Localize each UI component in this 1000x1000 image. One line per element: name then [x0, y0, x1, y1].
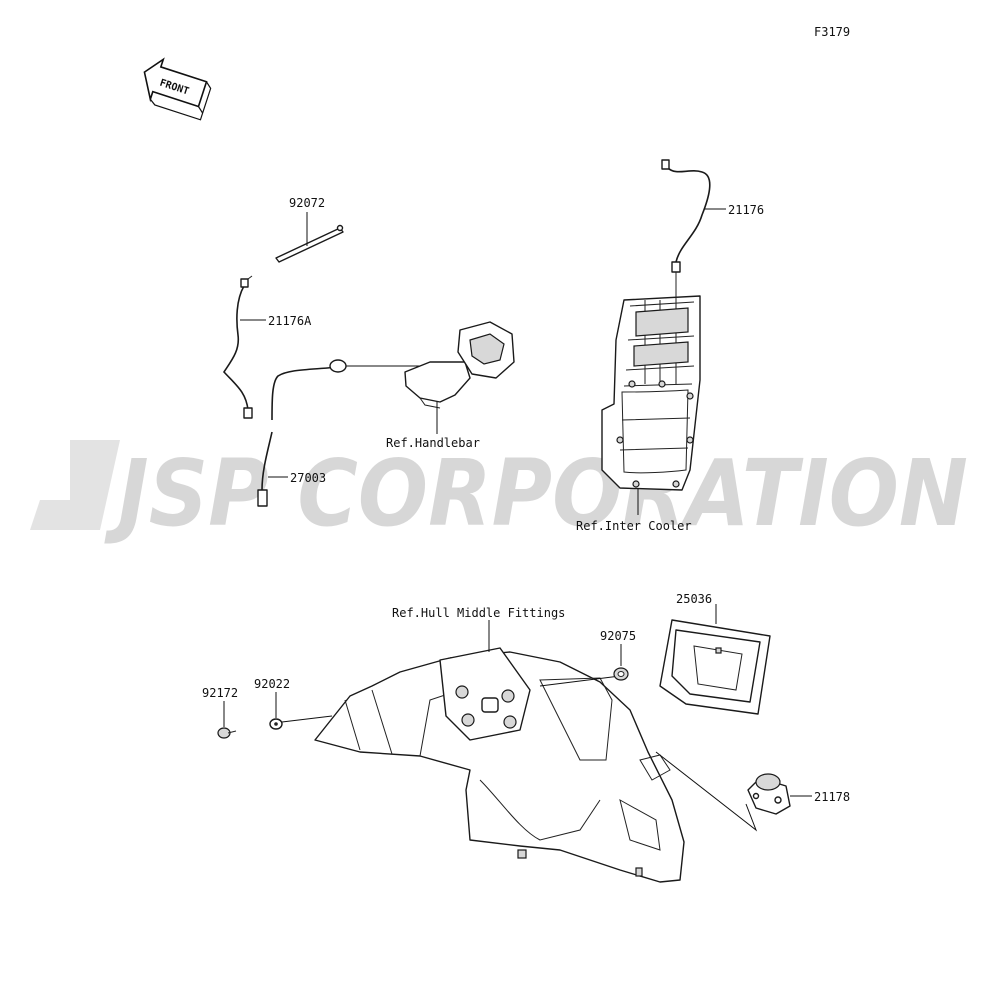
figure-code: F3179 — [814, 25, 850, 39]
label-92072: 92072 — [289, 196, 325, 210]
strap-92072 — [275, 224, 344, 263]
front-arrow-icon: FRONT — [143, 57, 212, 121]
washer-92022 — [269, 718, 283, 730]
watermark: JSP CORPORATION — [30, 440, 968, 547]
display-25036 — [659, 619, 771, 715]
wire-21176A — [222, 275, 253, 419]
label-21176A: 21176A — [268, 314, 312, 328]
inter-cooler-ref-part — [601, 272, 701, 491]
ref-handlebar-label: Ref.Handlebar — [386, 436, 480, 450]
label-92075: 92075 — [600, 629, 636, 643]
switch-21178 — [747, 773, 791, 815]
ref-hull-middle-label: Ref.Hull Middle Fittings — [392, 606, 565, 620]
label-92022: 92022 — [254, 677, 290, 691]
label-21176: 21176 — [728, 203, 764, 217]
handlebar-ref-part — [404, 321, 515, 409]
label-92172: 92172 — [202, 686, 238, 700]
bolt-92172 — [217, 727, 237, 739]
label-27003: 27003 — [290, 471, 326, 485]
wire-21176 — [661, 159, 711, 273]
label-21178: 21178 — [814, 790, 850, 804]
label-25036: 25036 — [676, 592, 712, 606]
hull-middle-fittings-ref-part — [314, 647, 685, 883]
grommet-92075 — [613, 667, 629, 681]
watermark-text: JSP CORPORATION — [104, 440, 968, 547]
ref-inter-cooler-label: Ref.Inter Cooler — [576, 519, 692, 533]
